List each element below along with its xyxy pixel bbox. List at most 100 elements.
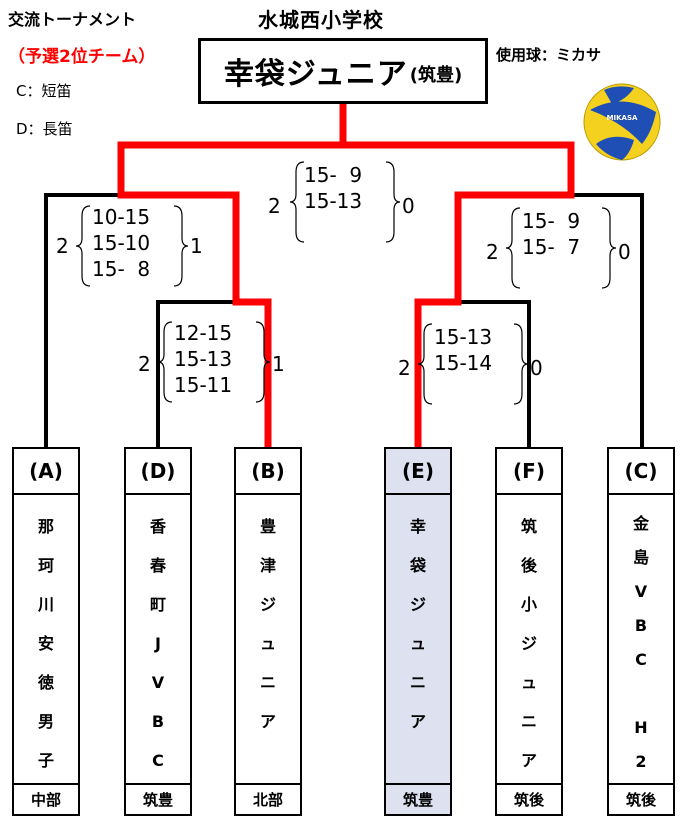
team-name-char: 島 [632,548,649,567]
team-name-char: 筑 [520,517,537,536]
left-semi-left-wins: 2 [56,234,69,258]
left-qf-sets: 12-15 15-13 15-11 [174,320,232,398]
team-box-b: (B) 豊 津 ジ ュ ニ ア 北部 [234,447,302,816]
right-qf-right-wins: 0 [530,356,543,380]
team-name-char: 子 [37,751,54,770]
left-semi-set-1: 10-15 [92,205,151,229]
team-region: 筑豊 [386,783,450,814]
team-name: 豊 津 ジ ュ ニ ア [236,507,300,741]
team-name-char: ュ [409,634,426,653]
team-name-char: 春 [149,556,166,575]
volleyball-icon: MIKASA [582,82,662,162]
legend-c: C：短笛 [16,82,72,100]
team-name-char [609,677,673,711]
team-region: 筑後 [609,783,673,814]
team-name-char: 津 [259,556,276,575]
team-name-char: V [151,673,165,692]
tournament-title: 交流トーナメント [8,10,137,29]
right-qf-sets: 15-13 15-14 [434,324,492,376]
team-name-char: J [155,634,161,653]
right-semi-set-2: 15- 7 [522,235,581,259]
team-name-char: 男 [37,712,54,731]
team-name: 那 珂 川 安 徳 男 子 [14,507,78,780]
venue-title: 水城西小学校 [258,8,384,32]
left-qf-brace-right [255,321,271,403]
team-name: 香 春 町 J V B C [126,507,190,780]
team-name: 幸 袋 ジ ュ ニ ア [386,507,450,741]
final-set-2: 15-13 [304,189,363,213]
team-name-char: C [152,751,164,770]
final-right-wins: 0 [402,194,415,218]
team-box-f: (F) 筑 後 小 ジ ュ ニ ア 筑後 [495,447,563,816]
right-semi-left-wins: 2 [486,240,499,264]
left-semi-brace-left [75,205,91,287]
left-semi-brace-right [173,205,189,287]
right-qf-brace-right [513,323,529,405]
team-name-char: 川 [37,595,54,614]
team-name-char: 後 [520,556,537,575]
right-qf-left-wins: 2 [398,356,411,380]
team-region: 中部 [14,783,78,814]
final-brace-right [385,161,401,243]
left-semi-sets: 10-15 15-10 15- 8 [92,204,150,282]
team-name-char: 金 [632,514,649,533]
left-qf-brace-left [157,321,173,403]
team-box-c: (C) 金 島 V B C H 2 筑後 [607,447,675,816]
team-code: (A) [14,449,78,495]
team-name-char: 珂 [37,556,54,575]
final-left-wins: 2 [268,194,281,218]
right-semi-brace-left [505,207,521,289]
team-code: (C) [609,449,673,495]
team-name-char: 安 [37,634,54,653]
team-box-e: (E) 幸 袋 ジ ュ ニ ア 筑豊 [384,447,452,816]
final-set-1: 15- 9 [304,163,363,187]
team-name-char: ジ [409,595,426,614]
final-brace-left [289,161,305,243]
team-name-char: 幸 [409,517,426,536]
team-name-char: 徳 [37,673,54,692]
team-name-char: B [151,712,165,731]
left-qf-set-3: 15-11 [174,373,233,397]
legend-d: D：長笛 [16,120,73,138]
right-qf-set-2: 15-14 [434,351,493,375]
team-name-char: 香 [149,517,166,536]
team-name-char: 2 [635,752,647,771]
team-name: 金 島 V B C H 2 [609,507,673,779]
left-semi-set-2: 15-10 [92,231,151,255]
team-code: (B) [236,449,300,495]
left-semi-right-wins: 1 [190,234,203,258]
subtitle-second-place: （予選2位チーム） [8,47,156,67]
team-name-char: ュ [259,634,276,653]
champion-box: 幸袋ジュニア (筑豊) [198,38,488,104]
team-code: (E) [386,449,450,495]
team-name-char: 袋 [409,556,426,575]
team-name-char: 那 [37,517,54,536]
left-qf-set-2: 15-13 [174,347,233,371]
right-qf-brace-left [417,323,433,405]
final-sets: 15- 9 15-13 [304,162,362,214]
right-qf-set-1: 15-13 [434,325,493,349]
team-name-char: ア [520,751,537,770]
team-code: (D) [126,449,190,495]
right-semi-set-1: 15- 9 [522,209,581,233]
left-qf-set-1: 12-15 [174,321,233,345]
svg-text:MIKASA: MIKASA [607,114,638,122]
team-name-char: ジ [520,634,537,653]
team-name-char: ア [259,712,276,731]
team-code: (F) [497,449,561,495]
team-name: 筑 後 小 ジ ュ ニ ア [497,507,561,780]
team-region: 筑豊 [126,783,190,814]
right-semi-brace-right [601,207,617,289]
team-box-a: (A) 那 珂 川 安 徳 男 子 中部 [12,447,80,816]
left-qf-left-wins: 2 [138,352,151,376]
team-region: 筑後 [497,783,561,814]
team-name-char: C [635,650,647,669]
team-name-char: B [634,616,648,635]
team-name-char: 町 [149,595,166,614]
team-name-char: V [634,582,648,601]
champion-name: 幸袋ジュニア [223,57,408,92]
right-semi-sets: 15- 9 15- 7 [522,208,580,260]
team-name-char: ニ [520,712,537,731]
team-box-d: (D) 香 春 町 J V B C 筑豊 [124,447,192,816]
